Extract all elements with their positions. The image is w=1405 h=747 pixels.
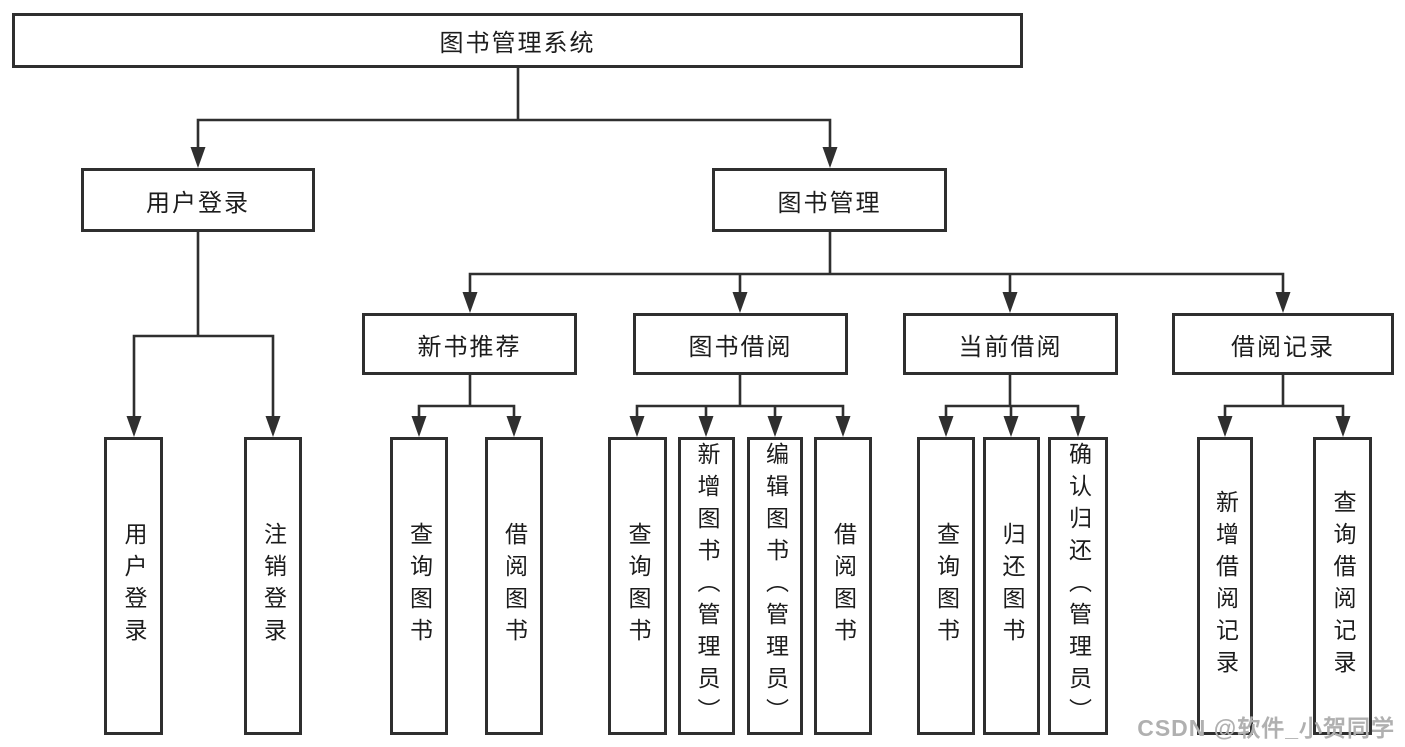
node-label: 查询图书 xyxy=(933,522,960,650)
arrow-down-icon xyxy=(629,416,645,437)
arrow-down-icon xyxy=(462,292,478,313)
arrow-down-icon xyxy=(1002,292,1018,313)
arrow-down-icon xyxy=(411,416,427,437)
node-label: 用户登录 xyxy=(146,189,250,217)
arrow-down-icon xyxy=(1003,416,1019,437)
arrow-down-icon xyxy=(1070,416,1086,437)
node-borrow-record: 借阅记录 xyxy=(1172,313,1394,375)
leaf-user-login: 用户登录 xyxy=(104,437,163,735)
node-label: 确认归还（管理员） xyxy=(1065,442,1092,730)
node-label: 查询图书 xyxy=(625,522,651,650)
node-new-book-recommend: 新书推荐 xyxy=(362,313,577,375)
node-label: 图书管理系统 xyxy=(439,30,596,57)
node-label: 查询借阅记录 xyxy=(1330,490,1356,682)
node-root: 图书管理系统 xyxy=(12,13,1023,68)
arrow-down-icon xyxy=(506,416,522,437)
node-book-borrow: 图书借阅 xyxy=(633,313,848,375)
node-label: 新书推荐 xyxy=(417,333,522,361)
leaf-return-book: 归还图书 xyxy=(983,437,1040,735)
node-book-management: 图书管理 xyxy=(712,168,947,232)
leaf-borrow-books: 借阅图书 xyxy=(814,437,872,735)
arrow-down-icon xyxy=(767,416,783,437)
node-label: 图书管理 xyxy=(777,189,882,217)
node-label: 注销登录 xyxy=(260,522,287,650)
leaf-add-book-admin: 新增图书（管理员） xyxy=(678,437,735,735)
arrow-down-icon xyxy=(126,416,142,437)
arrow-down-icon xyxy=(1217,416,1233,437)
arrow-down-icon xyxy=(265,416,281,437)
node-label: 借阅记录 xyxy=(1231,333,1335,361)
node-label: 借阅图书 xyxy=(830,522,857,650)
leaf-query-books-current: 查询图书 xyxy=(917,437,975,735)
leaf-borrow-books-recommend: 借阅图书 xyxy=(485,437,543,735)
node-current-borrow: 当前借阅 xyxy=(903,313,1118,375)
arrow-down-icon xyxy=(1335,416,1351,437)
node-label: 编辑图书（管理员） xyxy=(762,442,789,730)
node-label: 归还图书 xyxy=(999,522,1025,650)
leaf-query-books-borrow: 查询图书 xyxy=(608,437,667,735)
leaf-edit-book-admin: 编辑图书（管理员） xyxy=(747,437,803,735)
leaf-add-borrow-record: 新增借阅记录 xyxy=(1197,437,1253,735)
node-label: 图书借阅 xyxy=(688,333,793,361)
arrow-down-icon xyxy=(698,416,714,437)
arrow-down-icon xyxy=(190,147,206,168)
arrow-down-icon xyxy=(1275,292,1291,313)
node-label: 新增借阅记录 xyxy=(1212,490,1239,682)
arrow-down-icon xyxy=(835,416,851,437)
leaf-query-borrow-record: 查询借阅记录 xyxy=(1313,437,1372,735)
node-label: 当前借阅 xyxy=(958,333,1063,361)
arrow-down-icon xyxy=(822,147,838,168)
leaf-confirm-return-admin: 确认归还（管理员） xyxy=(1048,437,1108,735)
node-label: 借阅图书 xyxy=(501,522,528,650)
arrow-down-icon xyxy=(732,292,748,313)
node-user-login: 用户登录 xyxy=(81,168,315,232)
watermark: CSDN @软件_小贺同学 xyxy=(1137,715,1395,741)
arrow-down-icon xyxy=(938,416,954,437)
leaf-query-books-recommend: 查询图书 xyxy=(390,437,448,735)
leaf-logout: 注销登录 xyxy=(244,437,302,735)
node-label: 新增图书（管理员） xyxy=(694,442,720,730)
node-label: 查询图书 xyxy=(406,522,433,650)
node-label: 用户登录 xyxy=(121,522,147,650)
